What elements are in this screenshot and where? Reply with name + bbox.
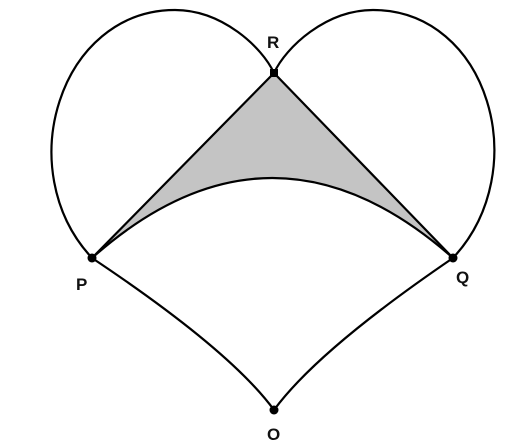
shaded-region (92, 73, 453, 258)
arc-pq (91, 176, 454, 259)
label-q: Q (456, 268, 469, 287)
left-lobe-arc (50, 8, 275, 259)
point-r-marker (270, 69, 278, 77)
label-o: O (267, 425, 280, 444)
point-p-marker (87, 253, 97, 263)
arc-oq (273, 257, 454, 411)
point-o-marker (269, 405, 279, 415)
point-q-marker (448, 253, 458, 263)
arc-po (91, 257, 275, 411)
label-r: R (267, 33, 279, 52)
label-p: P (76, 275, 87, 294)
chord-rq (273, 72, 454, 259)
right-lobe-arc (273, 8, 496, 259)
chord-pr (91, 72, 275, 259)
